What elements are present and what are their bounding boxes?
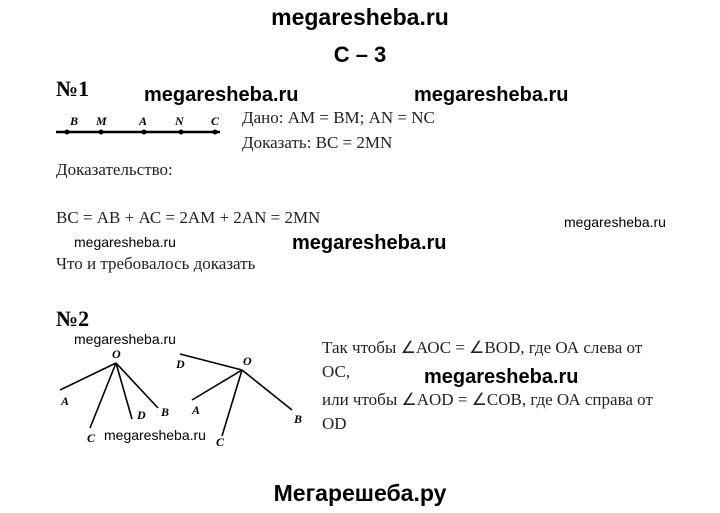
label-n: N <box>174 114 185 128</box>
problem-2-number: №2 <box>56 306 90 331</box>
angle-figure-2: O D A C B <box>175 353 302 448</box>
site-header: megaresheba.ru <box>271 4 449 30</box>
fig2-label-a: A <box>191 403 200 417</box>
fig2-label-b: B <box>293 412 302 426</box>
given-statement: Дано: АМ = ВМ; AN = NC <box>242 108 435 127</box>
angle-figure-1: O A C D B <box>59 347 169 445</box>
label-b: B <box>69 114 78 128</box>
point-n <box>178 129 184 135</box>
answer-line-4: OD <box>322 414 347 433</box>
watermark: megaresheba.ru <box>564 214 666 230</box>
fig2-label-c: C <box>216 435 225 448</box>
problem-1-number: №1 <box>56 76 90 101</box>
fig1-label-c: C <box>87 431 96 445</box>
fig2-label-d: D <box>175 357 185 371</box>
watermark: megaresheba.ru <box>104 427 206 443</box>
point-m <box>98 129 104 135</box>
segment-figure: B M A N C <box>56 114 220 135</box>
label-m: M <box>95 114 107 128</box>
fig1-label-o: O <box>112 347 121 361</box>
watermark: megaresheba.ru <box>414 84 569 106</box>
point-c <box>212 129 218 135</box>
answer-line-2: ОС, <box>322 362 351 381</box>
proof-conclusion: Что и требовалось доказать <box>56 254 256 273</box>
fig1-label-b: B <box>160 405 169 419</box>
fig1-label-a: A <box>60 394 69 408</box>
point-b <box>64 129 70 135</box>
watermark: megaresheba.ru <box>74 331 176 347</box>
watermark: megaresheba.ru <box>74 234 176 250</box>
answer-line-3: или чтобы ∠AOD = ∠СОВ, где ОА справа от <box>322 390 653 409</box>
fig2-label-o: O <box>243 354 252 368</box>
footer-brand: Мегарешеба.ру <box>273 480 447 506</box>
label-a: A <box>138 114 147 128</box>
label-c: C <box>211 114 220 128</box>
fig1-label-d: D <box>136 408 146 422</box>
proof-heading: Доказательство: <box>56 160 173 179</box>
answer-line-1: Так чтобы ∠АОС = ∠BOD, где ОА слева от <box>322 338 643 357</box>
prove-statement: Доказать: ВС = 2MN <box>242 133 393 152</box>
watermark: megaresheba.ru <box>292 232 447 254</box>
watermark: megaresheba.ru <box>424 366 579 388</box>
proof-equation: ВС = АВ + АС = 2АМ + 2AN = 2MN <box>56 208 321 227</box>
section-title: С – 3 <box>333 42 387 67</box>
watermark: megaresheba.ru <box>144 84 299 106</box>
point-a <box>141 129 147 135</box>
